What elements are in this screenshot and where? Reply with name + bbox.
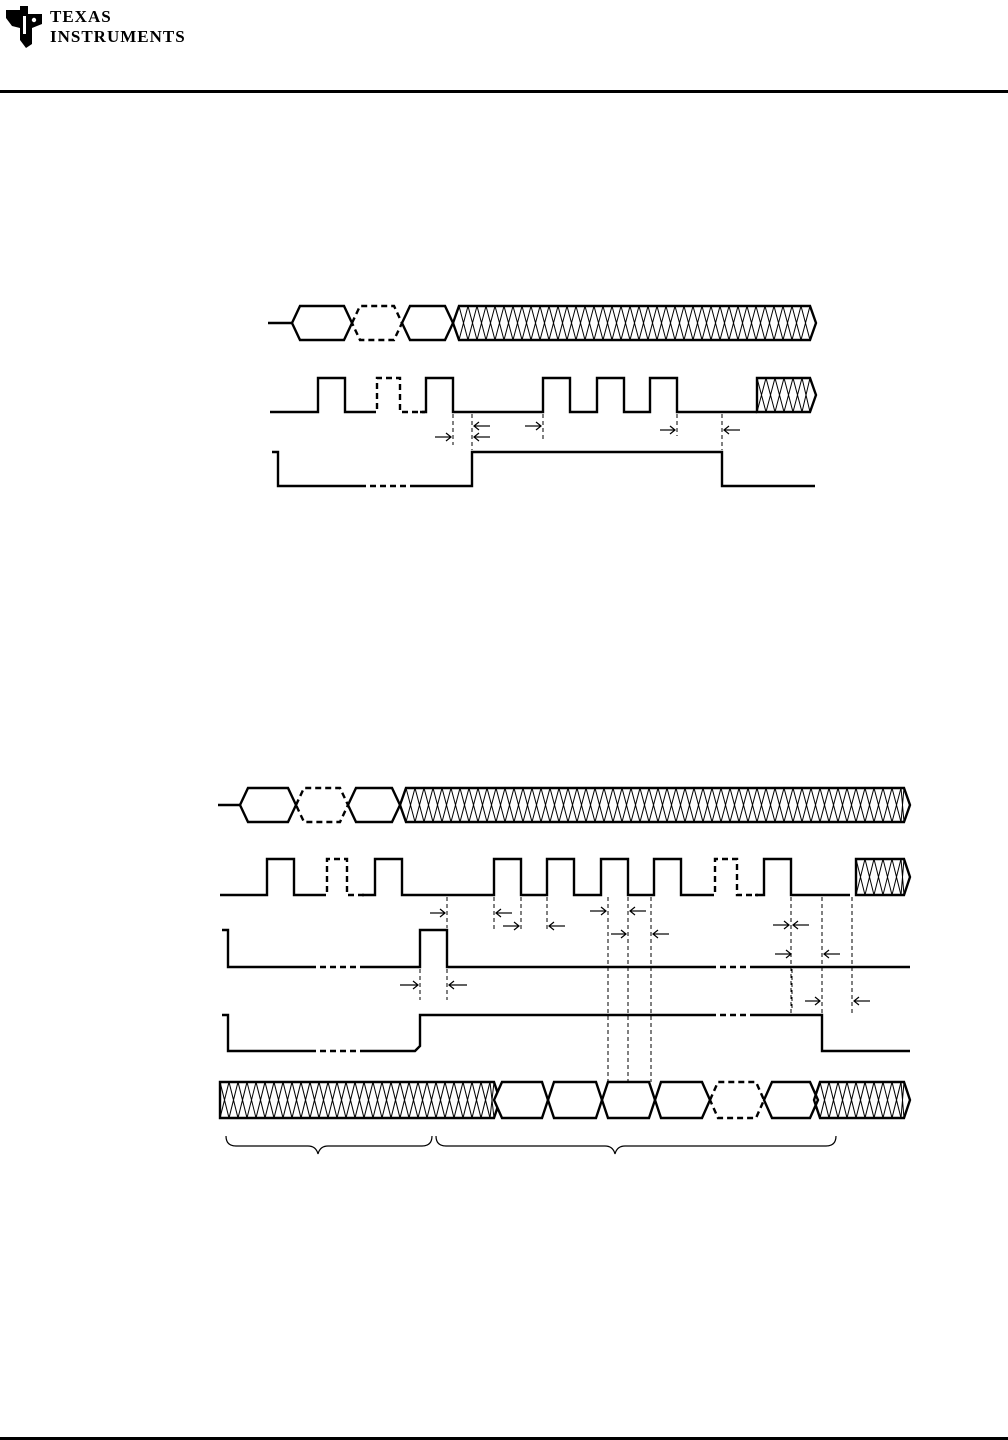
ti-logo-icon bbox=[6, 6, 42, 48]
header-rule bbox=[0, 90, 1008, 93]
arrow-left-icon bbox=[853, 996, 870, 1006]
arrow-left-icon bbox=[792, 920, 809, 930]
arrow-right-icon bbox=[430, 908, 446, 918]
hatched-region bbox=[218, 1080, 502, 1120]
bus-signal-1 bbox=[268, 304, 818, 342]
arrow-left-icon bbox=[448, 980, 467, 990]
arrow-left-icon bbox=[823, 949, 840, 959]
level-signal-1 bbox=[272, 450, 815, 488]
arrow-right-icon bbox=[400, 980, 419, 990]
arrow-right-icon bbox=[525, 421, 542, 431]
arrow-right-icon bbox=[590, 906, 607, 916]
brace-left bbox=[225, 1135, 433, 1155]
arrow-left-icon bbox=[652, 929, 669, 939]
brace-right bbox=[435, 1135, 837, 1155]
timing-diagram-1 bbox=[268, 304, 818, 488]
brace-group bbox=[225, 1135, 837, 1155]
bus-signal-2 bbox=[218, 786, 912, 824]
timing-markers-1 bbox=[435, 414, 740, 450]
arrow-left-icon bbox=[473, 421, 490, 431]
hatched-region bbox=[812, 1080, 912, 1120]
arrow-right-icon bbox=[805, 996, 821, 1006]
brand-line-1: TEXAS bbox=[50, 7, 112, 26]
arrow-right-icon bbox=[611, 929, 627, 939]
data-bus-signal-2 bbox=[218, 1080, 912, 1120]
timing-diagram-2 bbox=[218, 786, 912, 1155]
arrow-right-icon bbox=[775, 949, 792, 959]
arrow-right-icon bbox=[435, 432, 452, 442]
ti-logo: TEXAS INSTRUMENTS bbox=[0, 0, 200, 52]
arrow-right-icon bbox=[503, 921, 520, 931]
brand-line-2: INSTRUMENTS bbox=[50, 27, 186, 46]
arrow-right-icon bbox=[773, 920, 790, 930]
arrow-right-icon bbox=[660, 425, 676, 435]
level-signal-2a bbox=[222, 928, 910, 969]
arrow-left-icon bbox=[548, 921, 565, 931]
timing-markers-2 bbox=[400, 897, 870, 1082]
footer-rule bbox=[0, 1437, 1008, 1440]
arrow-left-icon bbox=[629, 906, 646, 916]
clock-signal-1 bbox=[270, 376, 818, 414]
arrow-left-icon bbox=[495, 908, 512, 918]
hatched-region bbox=[451, 304, 818, 342]
arrow-left-icon bbox=[723, 425, 740, 435]
hatched-region bbox=[854, 857, 912, 897]
level-signal-2b bbox=[222, 1013, 910, 1053]
arrow-left-icon bbox=[473, 432, 490, 442]
hatched-region bbox=[398, 786, 912, 824]
clock-signal-2 bbox=[220, 857, 912, 897]
hatched-region bbox=[755, 376, 818, 414]
